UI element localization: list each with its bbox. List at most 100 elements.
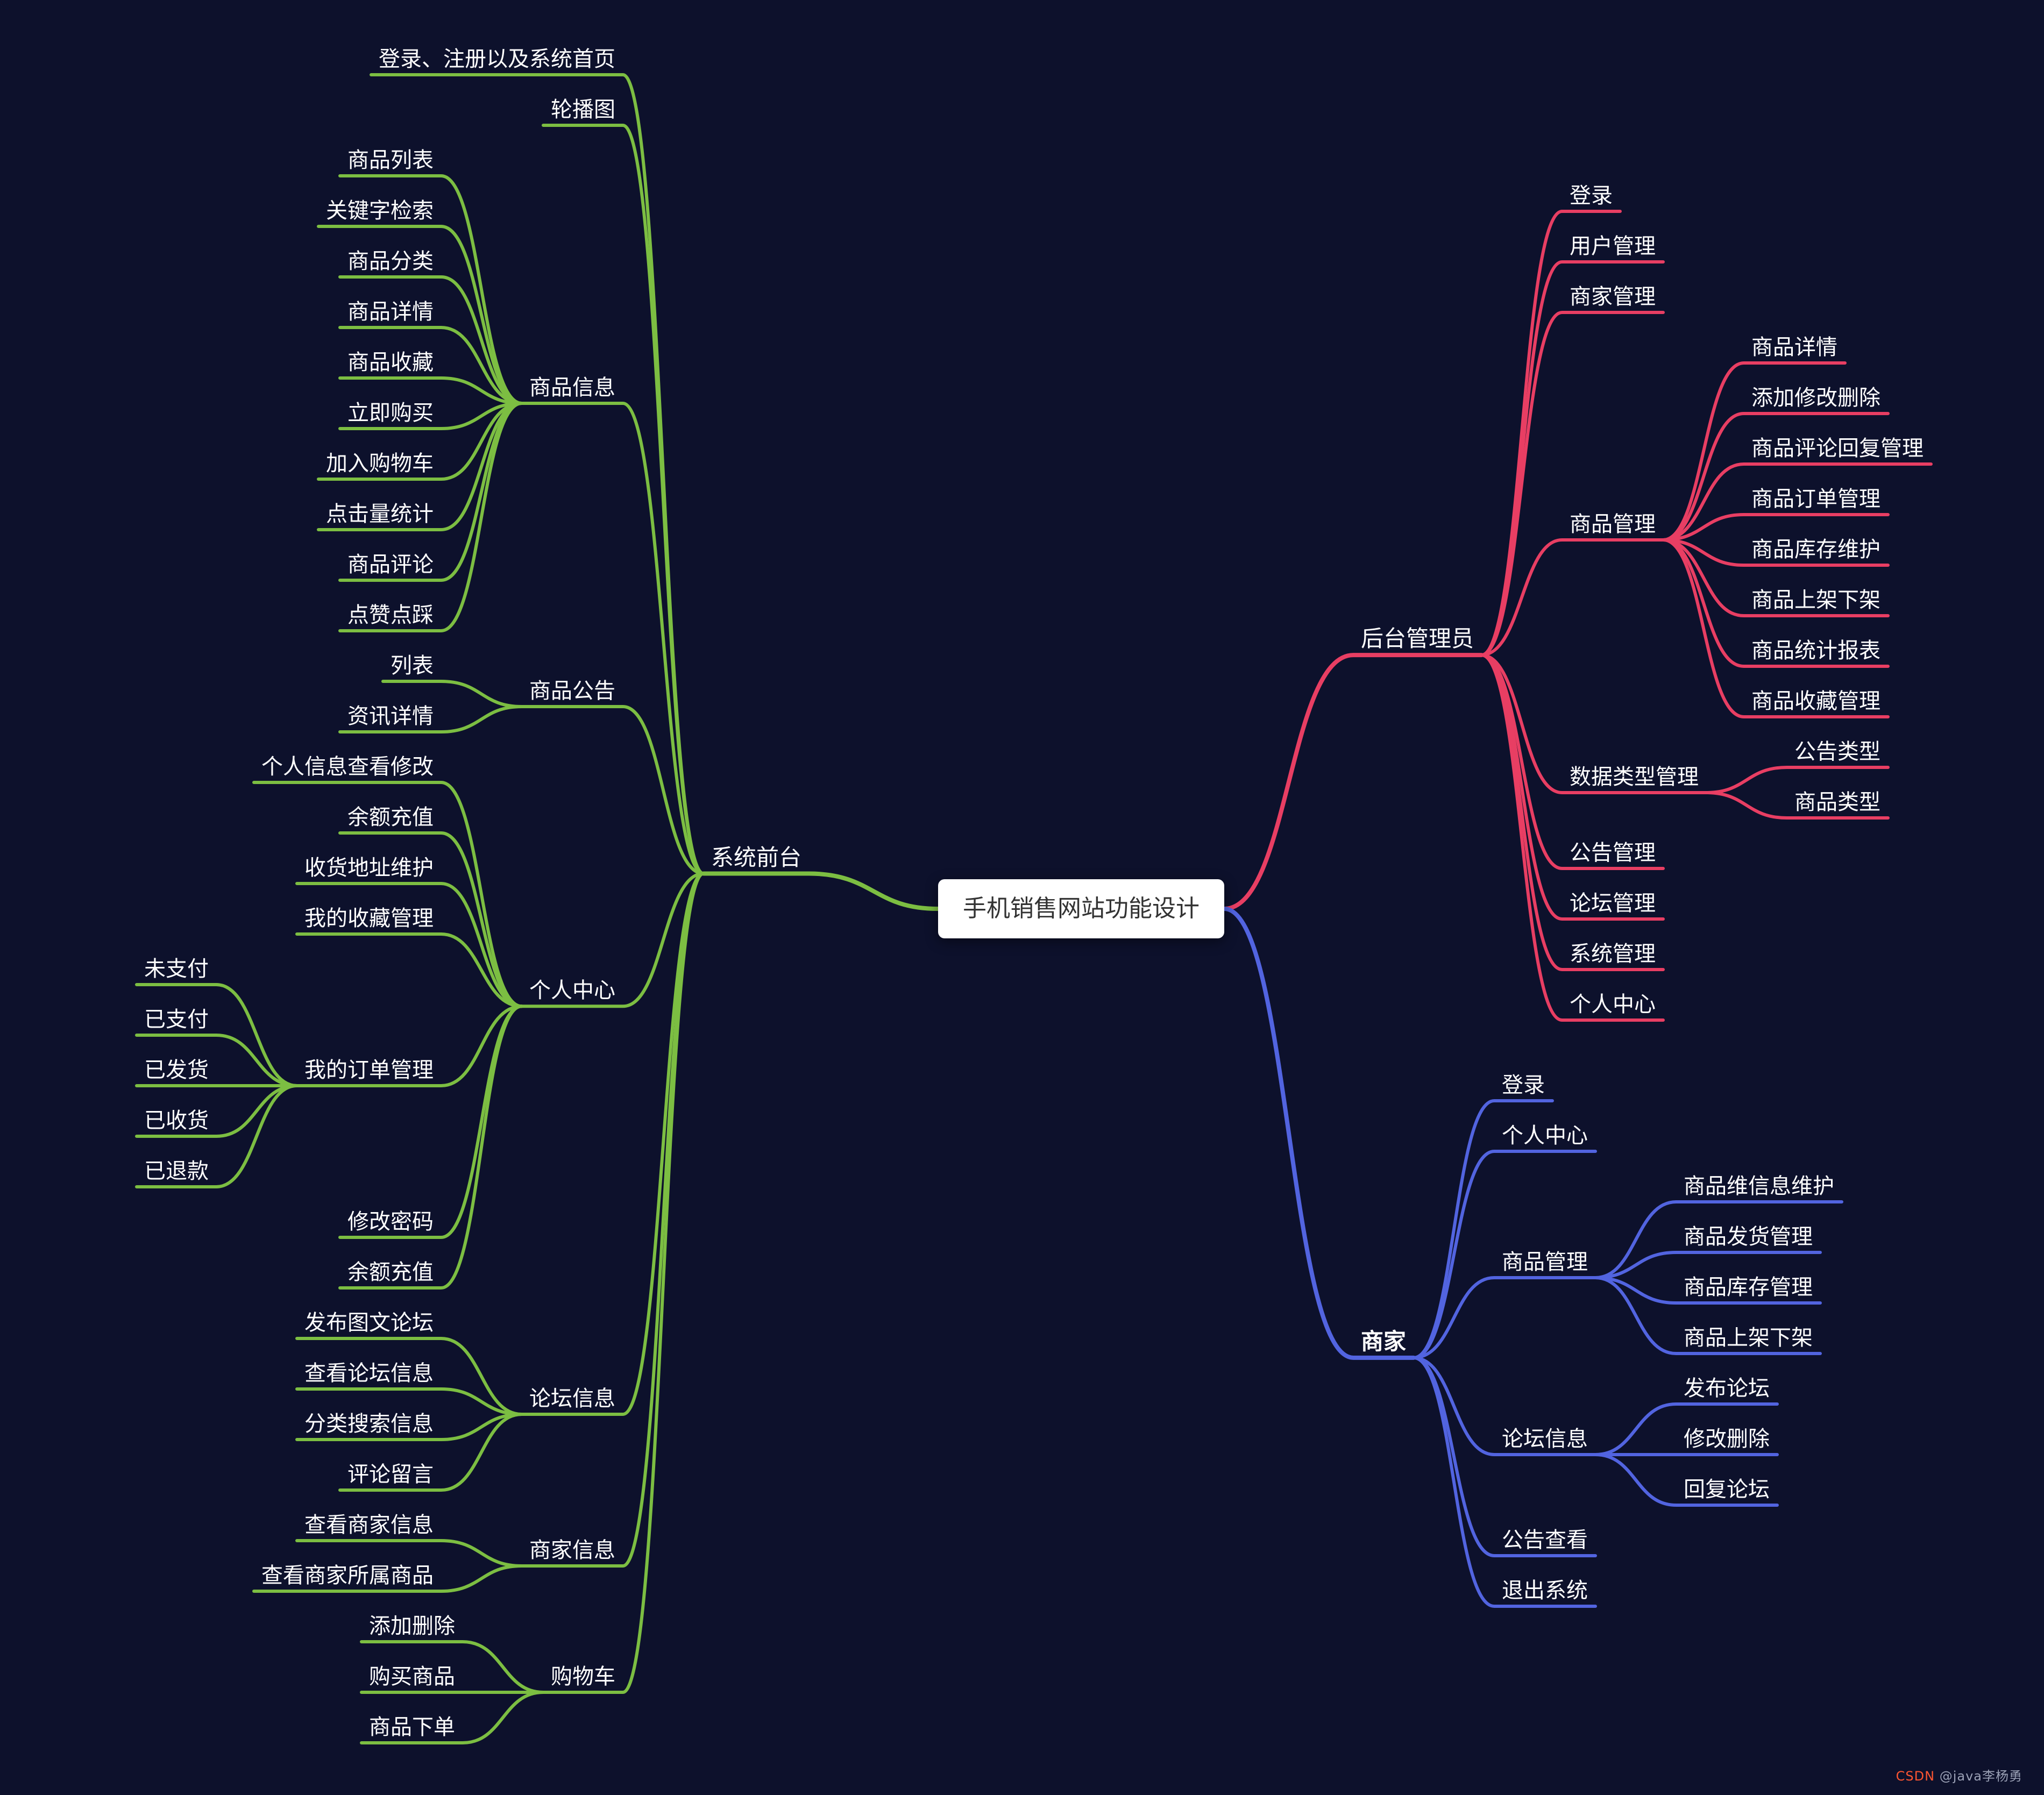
mindmap-node[interactable]: 商家管理	[1570, 284, 1656, 309]
mindmap-node[interactable]: 评论留言	[347, 1462, 434, 1487]
mindmap-node[interactable]: 个人中心	[529, 978, 615, 1003]
mindmap-node[interactable]: 已退款	[144, 1159, 209, 1184]
mindmap-node[interactable]: 加入购物车	[326, 451, 434, 476]
mindmap-edge	[135, 1034, 299, 1087]
mindmap-node[interactable]: 资讯详情	[347, 704, 434, 729]
mindmap-edge	[295, 1413, 523, 1441]
mindmap-node[interactable]: 商品管理	[1502, 1250, 1588, 1274]
mindmap-node[interactable]: 添加删除	[369, 1614, 455, 1639]
mindmap-node[interactable]: 商品收藏	[347, 350, 434, 375]
mindmap-node[interactable]: 个人信息查看修改	[261, 754, 434, 779]
mindmap-node[interactable]: 收货地址维护	[304, 856, 434, 880]
mindmap-node[interactable]: 点赞点踩	[347, 603, 434, 628]
mindmap-node[interactable]: 商家信息	[529, 1538, 615, 1563]
mindmap-node[interactable]: 商品下单	[369, 1715, 455, 1740]
mindmap-edge	[1222, 907, 1416, 1360]
mindmap-edge	[135, 983, 299, 1087]
mindmap-node[interactable]: 购物车	[551, 1664, 615, 1689]
mindmap-node[interactable]: 商品统计报表	[1751, 638, 1880, 663]
mindmap-node[interactable]: 登录、注册以及系统首页	[379, 47, 615, 72]
mindmap-edge	[295, 882, 523, 1008]
mindmap-node[interactable]: 发布论坛	[1684, 1376, 1770, 1401]
mindmap-node[interactable]: 回复论坛	[1684, 1477, 1770, 1502]
mindmap-node[interactable]: 商品类型	[1794, 790, 1880, 815]
mindmap-node[interactable]: 退出系统	[1502, 1578, 1588, 1603]
mindmap-node[interactable]: 商品分类	[347, 249, 434, 274]
mindmap-node[interactable]: 关键字检索	[326, 198, 434, 223]
mindmap-node[interactable]: 已收货	[144, 1108, 209, 1133]
mindmap-node[interactable]: 余额充值	[347, 1260, 434, 1285]
mindmap-node[interactable]: 发布图文论坛	[304, 1310, 434, 1335]
mindmap-node[interactable]: 个人中心	[1570, 992, 1656, 1017]
mindmap-node[interactable]: 分类搜索信息	[304, 1412, 434, 1436]
mindmap-node[interactable]: 查看商家所属商品	[261, 1563, 434, 1588]
mindmap-node[interactable]: 系统管理	[1570, 942, 1656, 966]
mindmap-node[interactable]: 商品库存管理	[1684, 1275, 1813, 1300]
mindmap-node[interactable]: 商品评论回复管理	[1751, 436, 1924, 461]
mindmap-node[interactable]: 商品公告	[529, 679, 615, 703]
mindmap-edge	[542, 872, 705, 1694]
mindmap-node[interactable]: 未支付	[144, 957, 209, 981]
mindmap-node[interactable]: 商品订单管理	[1751, 487, 1880, 511]
mindmap-node[interactable]: 数据类型管理	[1570, 765, 1699, 789]
mindmap-edge	[252, 1564, 523, 1593]
mindmap-node[interactable]: 点击量统计	[326, 502, 434, 526]
mindmap-node[interactable]: 修改密码	[347, 1209, 434, 1234]
mindmap-node[interactable]: 购买商品	[369, 1664, 455, 1689]
mindmap-node[interactable]: 登录	[1502, 1073, 1545, 1098]
central-topic[interactable]: 手机销售网站功能设计	[938, 879, 1224, 938]
mindmap-edge	[338, 326, 523, 405]
mindmap-edge	[1662, 538, 1890, 668]
mindmap-edge	[542, 124, 705, 875]
mindmap-node[interactable]: 个人中心	[1502, 1123, 1588, 1148]
mindmap-node[interactable]: 系统前台	[711, 844, 802, 871]
mindmap-node[interactable]: 已支付	[144, 1007, 209, 1032]
mindmap-node[interactable]: 商品详情	[347, 300, 434, 324]
mindmap-node[interactable]: 后台管理员	[1361, 625, 1474, 652]
mindmap-node[interactable]: 商品库存维护	[1751, 537, 1880, 562]
mindmap-node[interactable]: 登录	[1570, 183, 1613, 208]
mindmap-node[interactable]: 论坛管理	[1570, 891, 1656, 916]
mindmap-node[interactable]: 公告管理	[1570, 840, 1656, 865]
mindmap-node[interactable]: 我的收藏管理	[304, 906, 434, 931]
mindmap-edge	[338, 174, 523, 405]
mindmap-edge	[1222, 653, 1484, 911]
mindmap-node[interactable]: 查看论坛信息	[304, 1361, 434, 1386]
mindmap-edge	[338, 705, 523, 733]
mindmap-node[interactable]: 已发货	[144, 1058, 209, 1082]
mindmap-edge	[295, 1005, 523, 1087]
mindmap-node[interactable]: 添加修改删除	[1751, 386, 1880, 410]
mindmap-node[interactable]: 论坛信息	[529, 1386, 615, 1411]
mindmap-edge	[338, 831, 523, 1008]
mindmap-node[interactable]: 商品详情	[1751, 335, 1837, 360]
mindmap-edge	[295, 932, 523, 1008]
mindmap-node[interactable]: 立即购买	[347, 401, 434, 425]
mindmap-node[interactable]: 商品评论	[347, 552, 434, 577]
mindmap-node[interactable]: 商品上架下架	[1751, 588, 1880, 612]
mindmap-edge	[317, 402, 523, 531]
mindmap-edge	[1662, 538, 1890, 617]
mindmap-node[interactable]: 列表	[391, 653, 434, 678]
mindmap-node[interactable]: 查看商家信息	[304, 1513, 434, 1537]
mindmap-node[interactable]: 我的订单管理	[304, 1058, 434, 1082]
mindmap-node[interactable]: 商品发货管理	[1684, 1224, 1813, 1249]
mindmap-node[interactable]: 余额充值	[347, 805, 434, 830]
mindmap-node[interactable]: 商品维信息维护	[1684, 1174, 1834, 1199]
mindmap-node[interactable]: 轮播图	[551, 97, 615, 122]
mindmap-node[interactable]: 商品管理	[1570, 512, 1656, 537]
mindmap-node[interactable]: 用户管理	[1570, 234, 1656, 259]
mindmap-node[interactable]: 公告查看	[1502, 1528, 1588, 1552]
mindmap-node[interactable]: 商品上架下架	[1684, 1326, 1813, 1350]
mindmap-node[interactable]: 商家	[1361, 1328, 1407, 1355]
mindmap-node[interactable]: 论坛信息	[1502, 1427, 1588, 1451]
mindmap-node[interactable]: 商品收藏管理	[1751, 689, 1880, 714]
mindmap-node[interactable]: 公告类型	[1794, 739, 1880, 764]
mindmap-edge	[338, 1005, 523, 1290]
mindmap-edge	[520, 705, 705, 875]
mindmap-node[interactable]: 修改删除	[1684, 1427, 1770, 1451]
mindmap-node[interactable]: 商品信息	[529, 375, 615, 400]
mindmap-node[interactable]: 商品列表	[347, 148, 434, 173]
mindmap-edge	[1480, 653, 1665, 1022]
